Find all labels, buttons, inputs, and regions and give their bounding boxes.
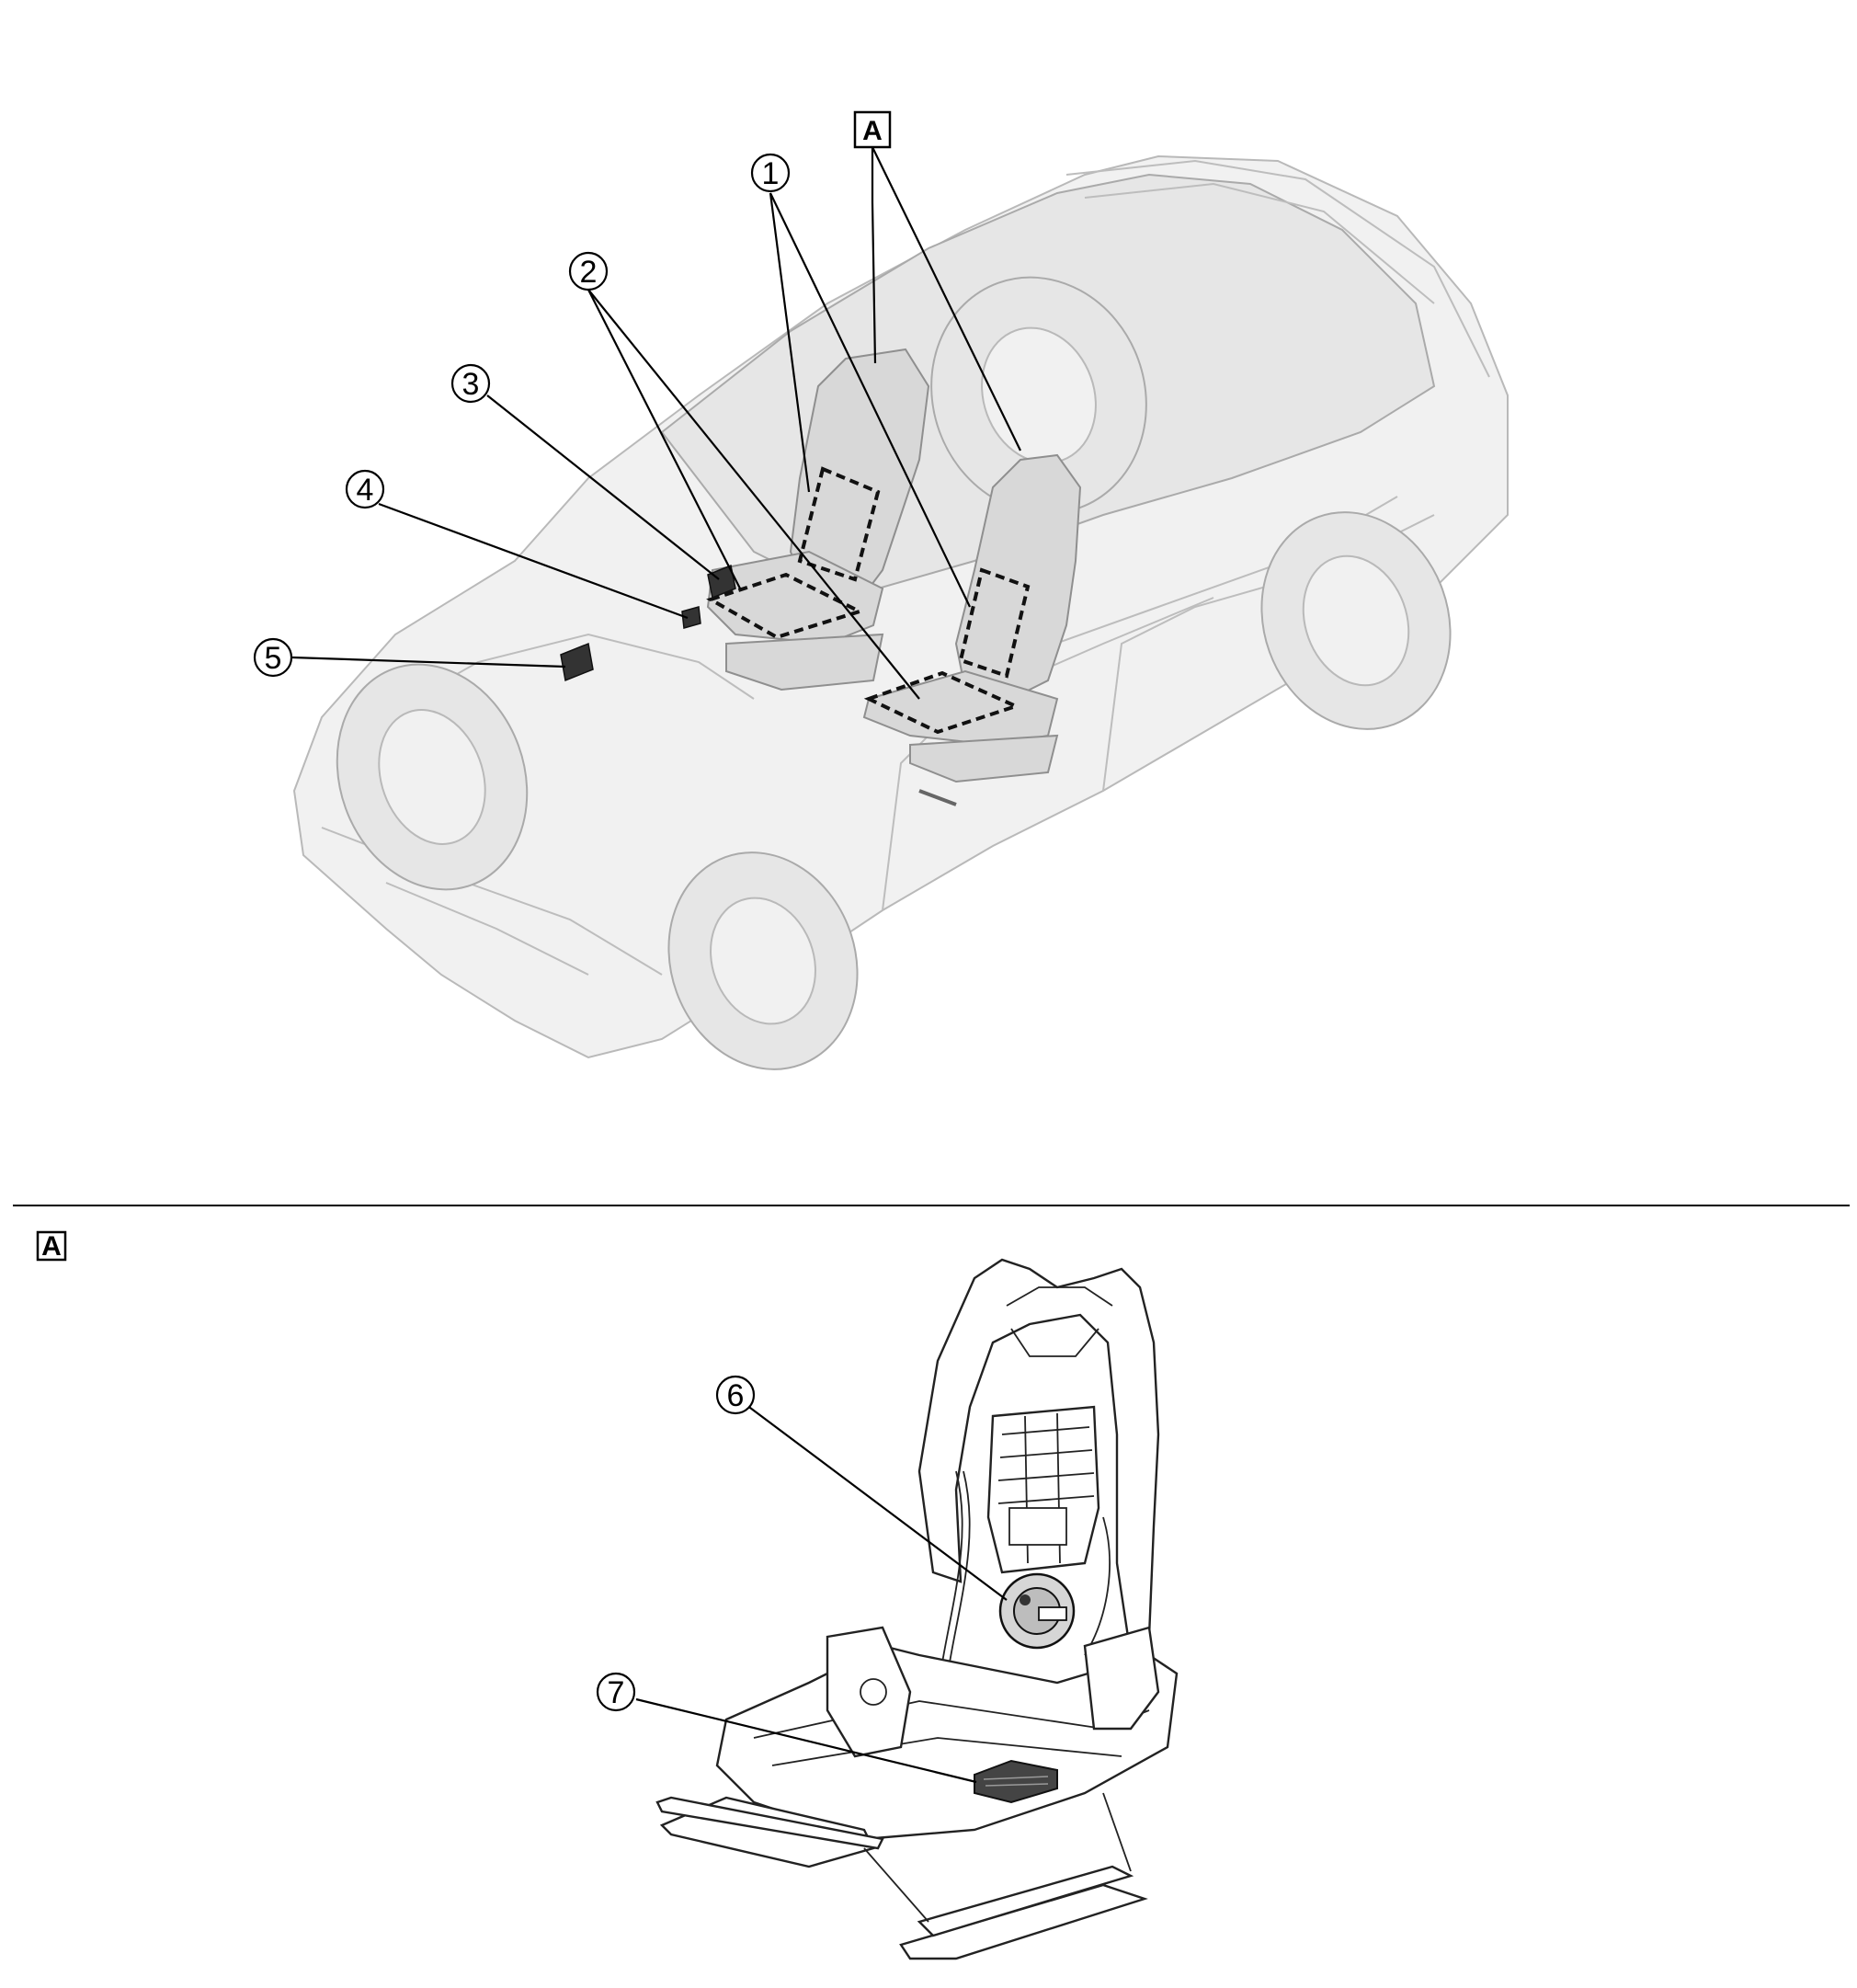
left-front-seat	[706, 348, 930, 691]
cushion-heater-right	[863, 670, 1021, 735]
callout-3-number: 3	[462, 367, 480, 402]
callout-1: 1	[750, 153, 791, 193]
seat-frame-illustration	[655, 1258, 1179, 1960]
control-unit-5	[560, 642, 594, 682]
detail-label-box: A	[36, 1230, 67, 1262]
leader-lines-upper	[291, 146, 1021, 700]
callout-5: 5	[253, 637, 293, 678]
callout-1-number: 1	[762, 156, 780, 191]
detail-label-text: A	[41, 1231, 62, 1262]
vehicle-illustration	[292, 154, 1509, 1070]
seatback-heater-left	[797, 466, 881, 582]
callout-2-number: 2	[580, 255, 598, 290]
cushion-heater-left	[706, 572, 865, 640]
callout-6-number: 6	[727, 1378, 745, 1413]
cushion-module	[974, 1759, 1058, 1804]
seat-module-3	[707, 564, 736, 600]
view-label-text: A	[862, 116, 883, 146]
leader-lines-lower	[635, 1404, 1008, 1784]
lumbar-panel	[986, 1405, 1100, 1574]
callout-4-number: 4	[357, 473, 374, 508]
seatback-heater-right	[958, 567, 1031, 679]
view-label-box: A	[853, 110, 892, 149]
callout-4: 4	[345, 469, 385, 509]
seat-module-4	[681, 606, 701, 629]
callout-2: 2	[568, 251, 609, 291]
callout-7-number: 7	[608, 1675, 625, 1710]
callout-7: 7	[596, 1672, 636, 1712]
callout-5-number: 5	[265, 641, 282, 676]
callout-3: 3	[450, 363, 491, 404]
callout-6: 6	[715, 1375, 756, 1415]
recliner-motor	[998, 1572, 1076, 1650]
